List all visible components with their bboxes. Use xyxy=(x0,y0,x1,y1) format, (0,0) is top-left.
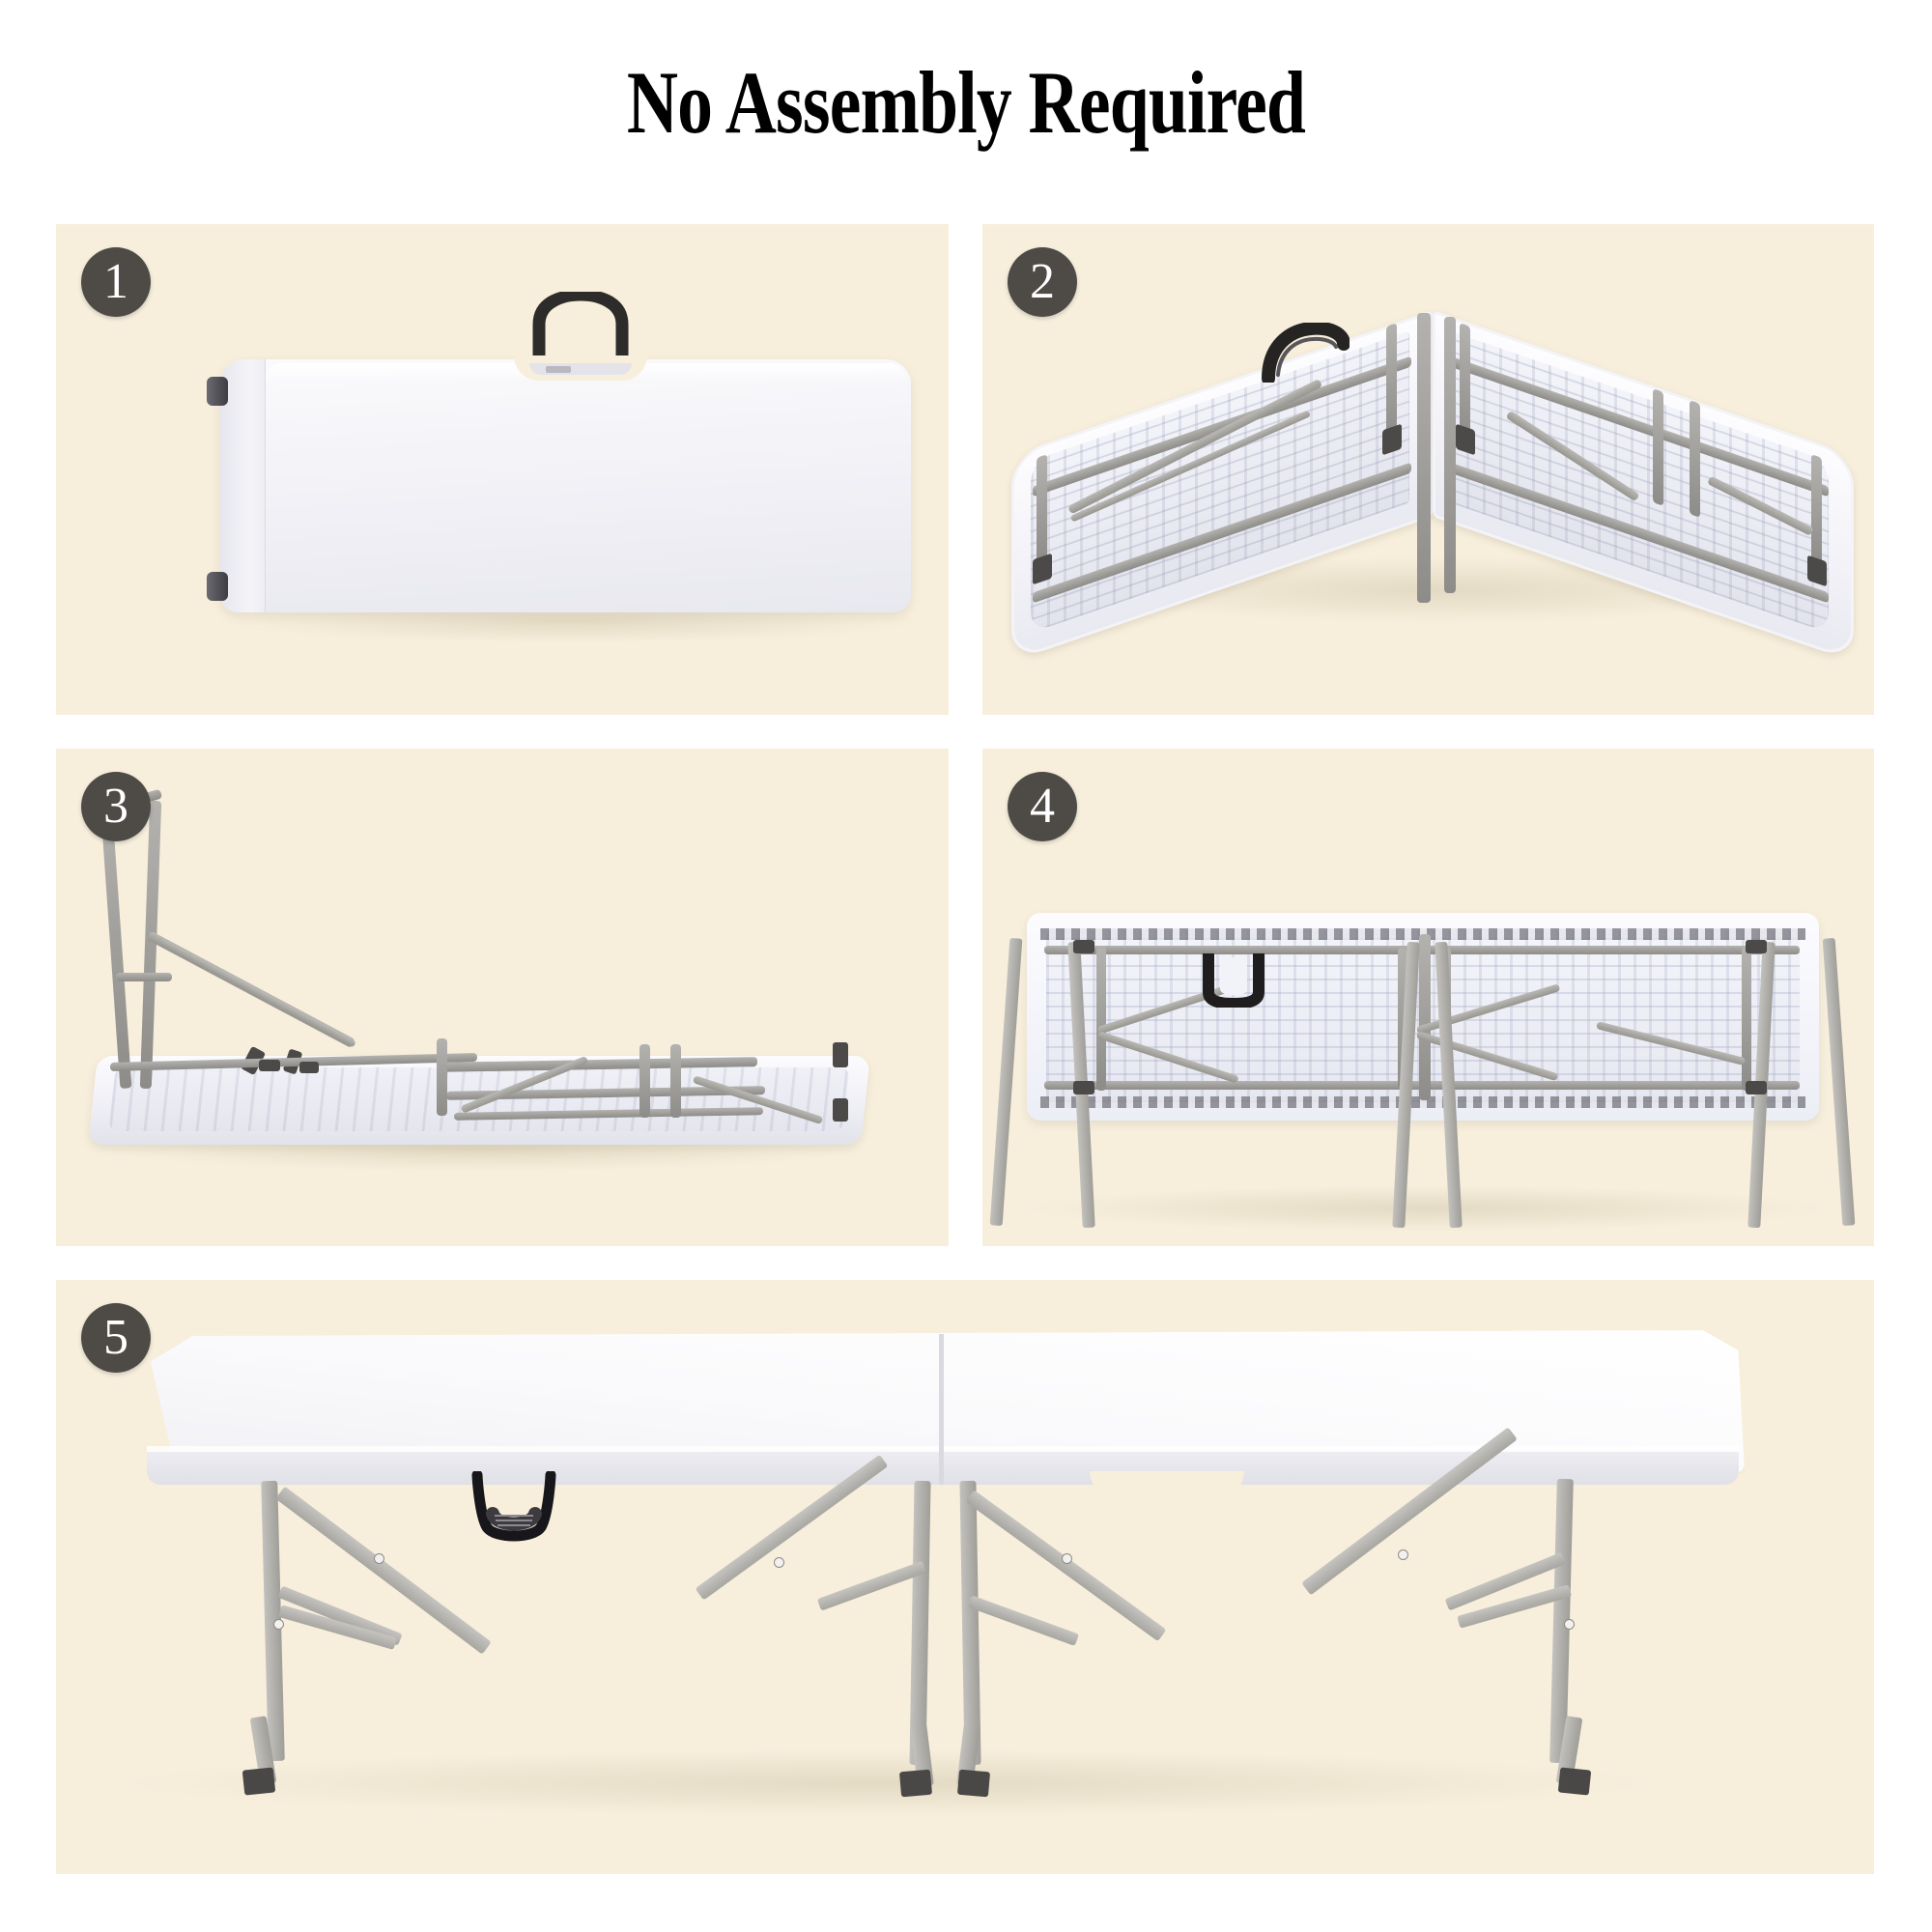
center-hinge xyxy=(1417,313,1431,603)
leg-post-right-inner xyxy=(1742,946,1751,1091)
step-1-panel: 1 xyxy=(56,224,949,715)
bench-rivet-center-2 xyxy=(1063,1554,1071,1563)
bench-rivet-center-1 xyxy=(775,1558,783,1567)
carry-handle-grip-icon xyxy=(1199,948,1268,1008)
folded-table-top xyxy=(220,359,911,612)
leg-post-left-inner xyxy=(1096,946,1106,1091)
folded-foot-cap-mid2 xyxy=(299,1062,319,1073)
center-latch xyxy=(546,366,571,373)
bench-ground-shadow xyxy=(114,1749,1660,1817)
right-leg-post-mid2 xyxy=(1690,400,1700,518)
right-leg-post-inner xyxy=(1460,323,1470,442)
step-5-panel: 5 xyxy=(56,1280,1874,1874)
bench-foot-right-outer xyxy=(1557,1767,1592,1796)
carry-handle-grip-icon xyxy=(469,1471,558,1547)
step-4-panel: 4 xyxy=(982,749,1874,1246)
step-3-panel: 3 xyxy=(56,749,949,1246)
carry-handle-strap-icon xyxy=(1261,323,1350,383)
bench-rivet-left-2 xyxy=(274,1620,283,1629)
step-2-badge: 2 xyxy=(1008,247,1077,317)
center-hinge-post xyxy=(1419,934,1431,1100)
center-fold-seam xyxy=(939,1334,944,1485)
folded-foot-cap-right-bottom xyxy=(833,1098,848,1122)
bench-foot-center-left xyxy=(898,1769,933,1798)
step-2-panel: 2 xyxy=(982,224,1874,715)
right-wing xyxy=(1433,267,1854,682)
carry-handle-strap-icon xyxy=(524,292,638,371)
bench-brace-center-v1 xyxy=(816,1560,927,1611)
raised-leg-cross-mid xyxy=(116,973,172,981)
bench-foot-center-right xyxy=(956,1769,991,1798)
underside-corner-cap-tl xyxy=(1073,940,1094,953)
folded-bench-carry-case xyxy=(164,280,927,686)
folded-foot-cap-right-top xyxy=(833,1042,848,1067)
right-leg-post-mid xyxy=(1653,388,1663,506)
underside-corner-cap-tr xyxy=(1746,940,1767,953)
step-5-badge: 5 xyxy=(81,1303,151,1373)
left-leg-post-inner xyxy=(1386,323,1397,442)
transport-wheel-bottom xyxy=(207,572,228,601)
transport-wheel-top xyxy=(207,377,228,406)
folded-cross-post-1 xyxy=(437,1038,447,1116)
extended-leg-far-left xyxy=(989,937,1023,1227)
support-brace-2 xyxy=(158,938,356,1048)
underside-corner-cap-bl xyxy=(1073,1081,1094,1094)
raised-leg-post-rear xyxy=(99,798,132,1090)
bench-underside-legs-extended xyxy=(982,749,1874,1246)
handle-notch-inner xyxy=(529,363,632,375)
step-3-badge: 3 xyxy=(81,772,151,841)
left-leg-post-outer xyxy=(1037,454,1047,564)
folded-edge-seam xyxy=(220,359,266,612)
folded-cross-post-2 xyxy=(639,1044,650,1118)
bench-half-open-v-shape xyxy=(1011,267,1854,682)
assembled-folding-bench xyxy=(56,1280,1874,1874)
folded-cross-post-3 xyxy=(670,1044,681,1118)
underside-corner-cap-br xyxy=(1746,1081,1767,1094)
handle-notch-recess xyxy=(1090,1471,1244,1496)
underside-edge-bottom xyxy=(1040,1096,1805,1108)
bench-leg-center-right xyxy=(959,1480,981,1766)
step-4-badge: 4 xyxy=(1008,772,1077,841)
bench-flat-unfolding-leg xyxy=(56,749,949,1246)
bench-rivet-right-2 xyxy=(1565,1620,1574,1629)
bench-rivet-left-1 xyxy=(375,1554,384,1563)
bench-brace-center-v2 xyxy=(967,1595,1080,1646)
p4-shadow xyxy=(1021,1185,1833,1232)
step-1-badge: 1 xyxy=(81,247,151,317)
center-hinge-2 xyxy=(1444,317,1456,593)
leg-post-mid-left xyxy=(1398,948,1406,1089)
folded-foot-cap-mid xyxy=(259,1060,280,1071)
bench-foot-left-outer xyxy=(242,1767,276,1796)
right-leg-post-outer xyxy=(1811,454,1822,566)
left-wing xyxy=(1011,267,1433,682)
bench-brace-center-diagonal-r xyxy=(965,1490,1167,1642)
page-title: No Assembly Required xyxy=(626,53,1306,152)
bench-rivet-right-1 xyxy=(1399,1550,1407,1559)
extended-leg-far-right xyxy=(1822,937,1856,1227)
bench-leg-center-left xyxy=(909,1480,931,1766)
